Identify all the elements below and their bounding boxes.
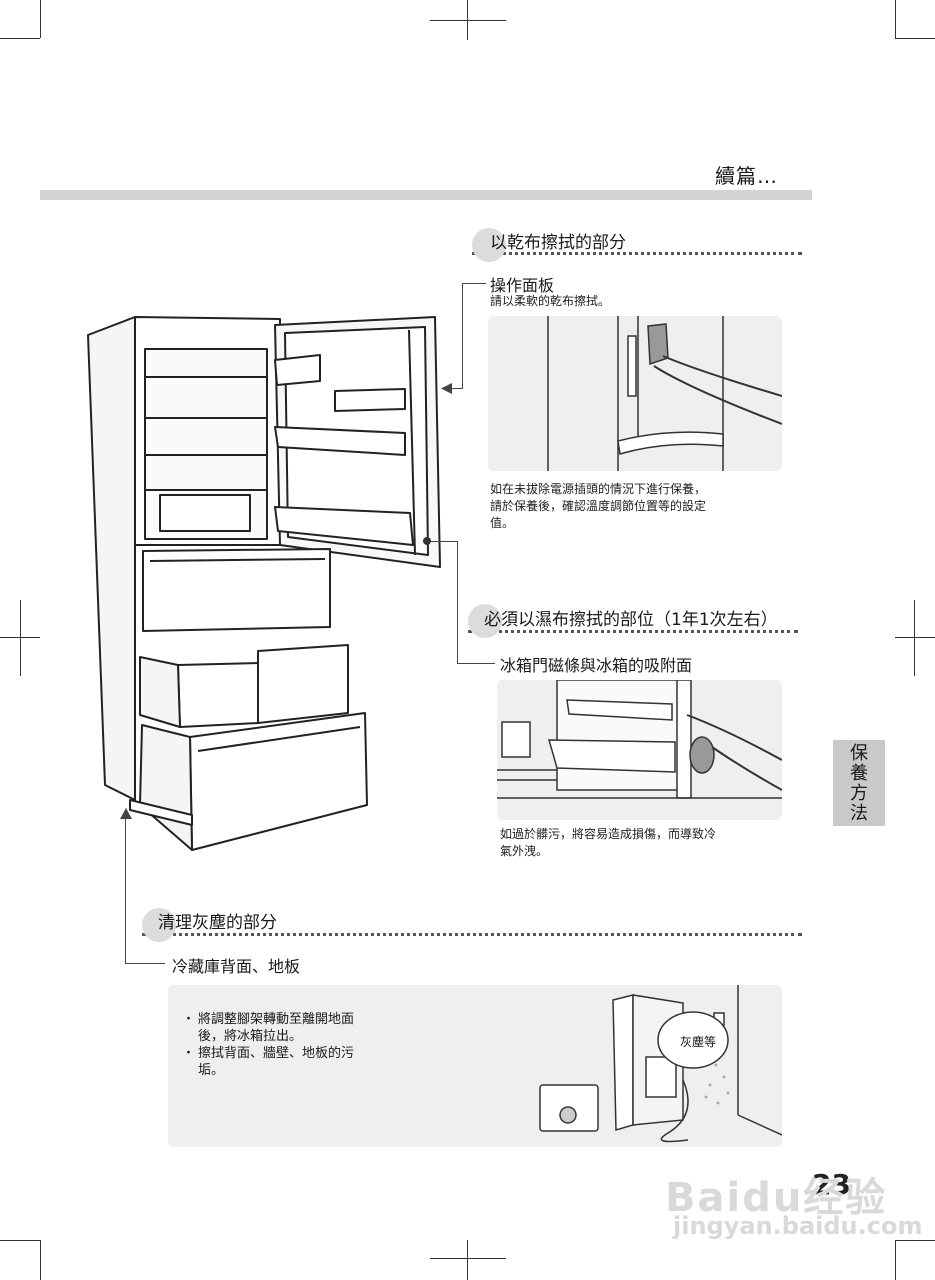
section-title-dry: 以乾布擦拭的部分 bbox=[490, 233, 626, 253]
connector-line bbox=[125, 818, 126, 964]
item-title-control-panel: 操作面板 bbox=[490, 276, 555, 295]
side-tab-char: 保 bbox=[850, 743, 868, 764]
dotted-divider bbox=[472, 252, 802, 255]
note-line: 氣外洩。 bbox=[500, 844, 549, 858]
crop-mark bbox=[914, 600, 915, 676]
page-number: 23 bbox=[812, 1168, 851, 1201]
connector-line bbox=[462, 283, 463, 389]
crop-mark bbox=[895, 0, 896, 38]
crop-mark bbox=[895, 1240, 935, 1241]
crop-mark bbox=[467, 1240, 468, 1280]
arrow-left-icon bbox=[441, 383, 452, 394]
note-line: 如過於髒污，將容易造成損傷，而導致冷 bbox=[500, 827, 717, 841]
crop-mark bbox=[430, 20, 506, 21]
arrow-up-icon bbox=[120, 808, 132, 819]
crop-mark bbox=[895, 38, 935, 39]
instruction-text: 請以柔軟的乾布擦拭。 bbox=[490, 294, 611, 308]
dotted-divider bbox=[142, 933, 802, 936]
side-tab-char: 法 bbox=[850, 803, 868, 824]
crop-mark bbox=[0, 1240, 40, 1241]
section-title-wet: 必須以濕布擦拭的部位（1年1次左右） bbox=[484, 610, 778, 630]
continued-label: 續篇… bbox=[715, 164, 778, 188]
note-text: 如在未拔除電源插頭的情況下進行保養， 請於保養後，確認溫度調節位置等的設定 值。 bbox=[490, 481, 706, 532]
connector-dot bbox=[423, 537, 431, 545]
connector-line bbox=[462, 283, 486, 284]
side-tab-char: 方 bbox=[850, 783, 868, 804]
crop-mark bbox=[20, 600, 21, 676]
connector-line bbox=[457, 663, 495, 664]
crop-mark bbox=[0, 38, 40, 39]
header-bar bbox=[40, 190, 812, 200]
crop-mark bbox=[430, 1258, 506, 1259]
watermark-logo: Baidu经验 bbox=[665, 1175, 888, 1221]
item-title-door-gasket: 冰箱門磁條與冰箱的吸附面 bbox=[500, 656, 693, 675]
door-gasket-illustration bbox=[497, 680, 782, 820]
fridge-back-illustration bbox=[539, 985, 782, 1143]
list-item: 將調整腳架轉動至離開地面 後，將冰箱拉出。 bbox=[182, 1011, 386, 1045]
dotted-divider bbox=[468, 630, 798, 633]
crop-mark bbox=[895, 1240, 896, 1280]
note-line: 值。 bbox=[490, 516, 515, 530]
section-title-dust: 清理灰塵的部分 bbox=[158, 913, 277, 933]
watermark-url: jingyan.baidu.com bbox=[673, 1212, 923, 1240]
note-line: 請於保養後，確認溫度調節位置等的設定 bbox=[490, 499, 707, 513]
crop-mark bbox=[40, 1240, 41, 1280]
instruction-list: 將調整腳架轉動至離開地面 後，將冰箱拉出。 擦拭背面、牆壁、地板的污 垢。 bbox=[182, 1011, 386, 1079]
side-tab-char: 養 bbox=[850, 763, 868, 784]
connector-line bbox=[428, 541, 458, 542]
item-title-back-floor: 冷藏庫背面、地板 bbox=[172, 957, 301, 976]
connector-line bbox=[457, 541, 458, 664]
fridge-illustration bbox=[87, 316, 441, 851]
crop-mark bbox=[467, 0, 468, 40]
side-tab: 保 養 方 法 bbox=[833, 740, 885, 826]
dust-panel: 將調整腳架轉動至離開地面 後，將冰箱拉出。 擦拭背面、牆壁、地板的污 垢。 灰塵… bbox=[168, 985, 782, 1147]
note-line: 如在未拔除電源插頭的情況下進行保養， bbox=[490, 482, 707, 496]
section-marker bbox=[472, 228, 506, 262]
section-marker bbox=[468, 604, 502, 638]
section-marker bbox=[142, 908, 176, 942]
list-item: 擦拭背面、牆壁、地板的污 垢。 bbox=[182, 1045, 386, 1079]
crop-mark bbox=[40, 0, 41, 38]
note-text: 如過於髒污，將容易造成損傷，而導致冷 氣外洩。 bbox=[500, 826, 716, 860]
connector-line bbox=[125, 963, 165, 964]
connector-line bbox=[446, 388, 462, 389]
dust-callout: 灰塵等 bbox=[679, 1035, 716, 1049]
crop-mark bbox=[895, 637, 935, 638]
control-panel-illustration bbox=[488, 316, 782, 471]
